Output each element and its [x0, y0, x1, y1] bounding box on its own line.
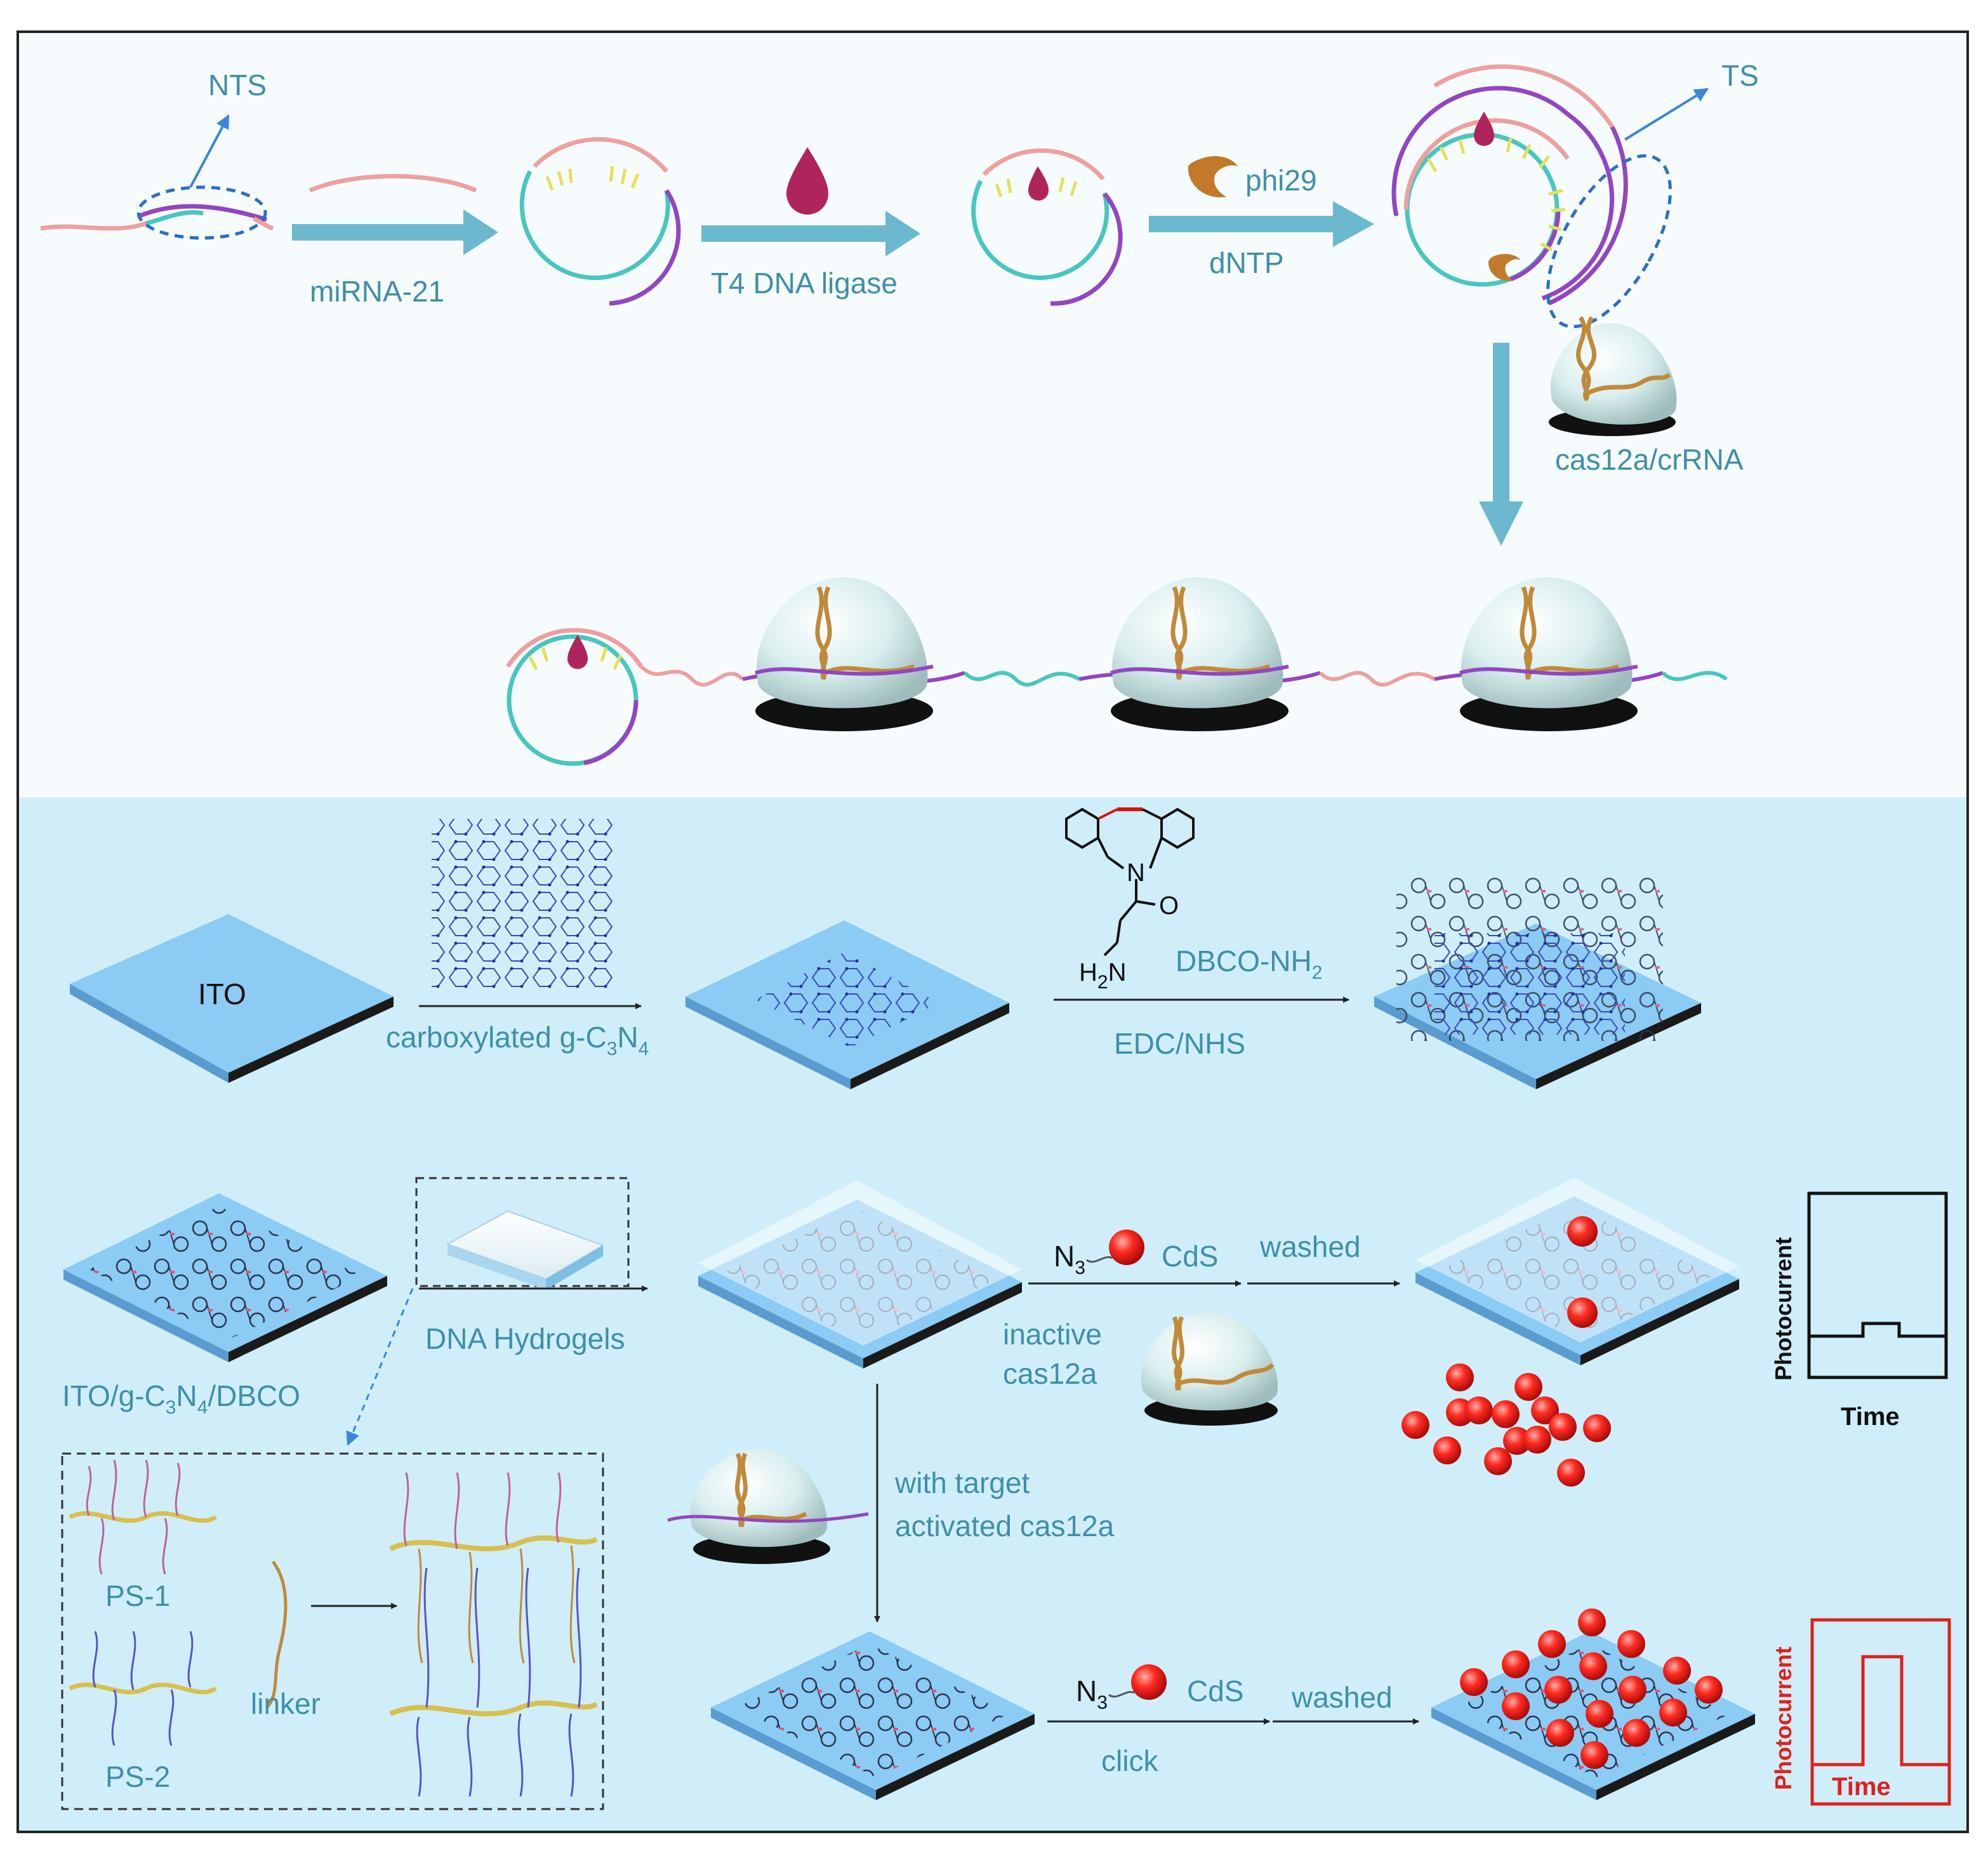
- padlock-template: [40, 114, 274, 240]
- linker-strand: [265, 1560, 288, 1709]
- ito-electrode: [70, 914, 394, 1083]
- arrow-down-step4: [1479, 343, 1523, 546]
- inset-pointer: [346, 1288, 414, 1446]
- target-label-1: with target: [894, 1466, 1030, 1499]
- ito-c3n4-electrode: [686, 920, 1009, 1089]
- hydrogel-label: DNA Hydrogels: [425, 1322, 625, 1355]
- circularized-padlock-1: [519, 137, 681, 306]
- electrode-low-cds: [1415, 1177, 1739, 1365]
- electrode-high-cds: [1431, 1608, 1755, 1800]
- ps2-strand: [69, 1631, 217, 1746]
- rca-product: [1391, 64, 1709, 329]
- nts-label: NTS: [208, 69, 267, 102]
- circularized-padlock-2: [971, 148, 1123, 306]
- dbco-o-atom: O: [1159, 892, 1179, 920]
- free-cds-nanoparticles: [1402, 1363, 1611, 1487]
- dbco-nh2-label: DBCO-NH2: [1176, 945, 1322, 983]
- arrow-step1: [292, 209, 498, 255]
- ito-c3n4-dbco-electrode: [1374, 876, 1701, 1089]
- cds-top-label: CdS: [1162, 1240, 1218, 1273]
- electrode-gel-degraded: [711, 1631, 1035, 1800]
- hydrogel-slab-icon: [446, 1210, 605, 1290]
- ts-label: TS: [1721, 59, 1759, 92]
- crosslinked-hydrogel-network: [389, 1472, 598, 1797]
- phi29-polymerase-icon: [1188, 156, 1238, 197]
- photocurrent-bot-label: Photocurrent: [1770, 1647, 1796, 1790]
- edc-label: EDC/NHS: [1114, 1027, 1245, 1060]
- n3-top-label: N3: [1054, 1240, 1085, 1278]
- target-label-2: activated cas12a: [895, 1509, 1115, 1542]
- cas12a-bound-3: [1459, 577, 1638, 731]
- inactive-cas12a-icon: [1141, 1312, 1278, 1426]
- activated-cas12a-icon: [667, 1449, 869, 1564]
- electrode-label: ITO/g-C3N4/DBCO: [62, 1379, 300, 1418]
- step2-label: T4 DNA ligase: [711, 267, 898, 300]
- time-top-label: Time: [1841, 1403, 1900, 1431]
- washed-top-label: washed: [1259, 1230, 1361, 1263]
- mirna-21-strand: [308, 174, 477, 193]
- h2n-label: H2N: [1079, 958, 1126, 993]
- hydrogel-inset-box: [415, 1177, 630, 1287]
- arrow-step2: [701, 211, 920, 256]
- ps1-strand: [69, 1459, 217, 1575]
- cas12a-bound-1: [755, 577, 934, 731]
- linker-label: linker: [251, 1687, 321, 1720]
- g-c3n4-network-icon: [432, 819, 616, 990]
- ito-g-c3n4-dbco-electrode: [63, 1193, 387, 1362]
- dna-hydrogel-inset: [61, 1452, 604, 1810]
- cds-nanoparticle-bottom-icon: [1131, 1664, 1167, 1700]
- c3n4-label: carboxylated g-C3N4: [386, 1021, 649, 1059]
- dbco-n-atom: N: [1127, 859, 1145, 887]
- ps2-label: PS-2: [105, 1760, 170, 1793]
- cds-nanoparticle-icon: [1109, 1230, 1144, 1265]
- n3-bot-label: N3: [1076, 1674, 1108, 1713]
- ito-label: ITO: [198, 978, 246, 1011]
- arrow-step3: [1149, 201, 1374, 247]
- nts-region-marker: [136, 185, 267, 240]
- photocurrent-plot-low: [1807, 1191, 1948, 1379]
- figure-border: [17, 30, 1969, 1833]
- cds-bot-label: CdS: [1187, 1674, 1243, 1707]
- washed-bot-label: washed: [1291, 1681, 1393, 1714]
- step3-label-dntp: dNTP: [1209, 246, 1284, 279]
- top-panel: [18, 32, 1968, 797]
- ps1-label: PS-1: [105, 1579, 170, 1612]
- click-label: click: [1101, 1744, 1158, 1777]
- step3-label-phi29: phi29: [1245, 164, 1317, 197]
- time-bot-label: Time: [1832, 1773, 1891, 1801]
- step1-label: miRNA-21: [310, 275, 444, 308]
- photocurrent-plot-high: [1810, 1618, 1951, 1806]
- t4-ligase-drop-icon: [786, 147, 828, 215]
- inactive-label-1: inactive: [1003, 1318, 1102, 1351]
- inactive-label-2: cas12a: [1003, 1357, 1097, 1390]
- cas12a-protein-icon: [1549, 316, 1677, 436]
- photocurrent-top-label: Photocurrent: [1770, 1237, 1796, 1381]
- dbco-molecule-icon: [1065, 807, 1195, 957]
- hydrogel-coated-electrode: [698, 1181, 1022, 1369]
- cas12a-bound-2: [1110, 577, 1289, 731]
- cas-label: cas12a/crRNA: [1555, 443, 1744, 476]
